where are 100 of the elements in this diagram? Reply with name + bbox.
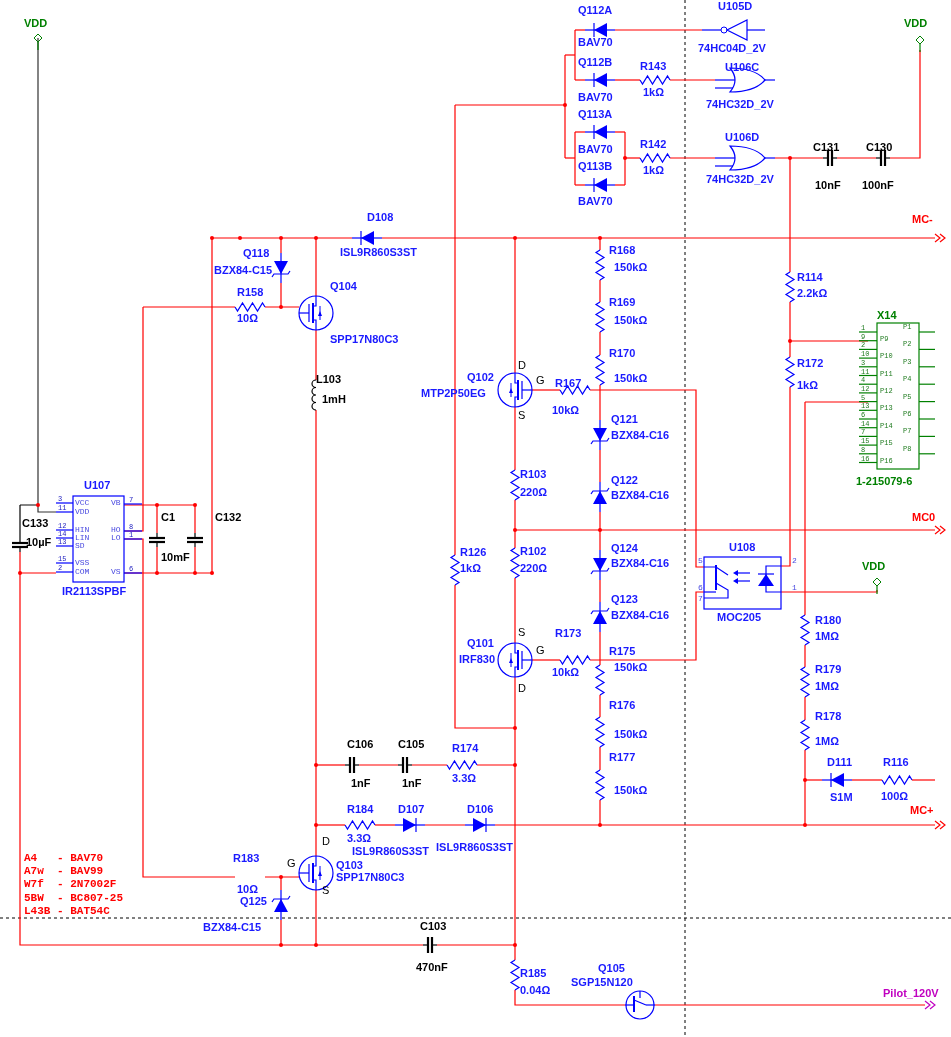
part-number: BZX84-C16: [611, 558, 670, 569]
reference-designator: R168: [609, 245, 636, 256]
reference-designator: Q104: [330, 281, 357, 292]
reference-designator: C103: [420, 921, 447, 932]
reference-designator: R183: [233, 853, 260, 864]
part-number: 74HC04D_2V: [698, 43, 766, 54]
pin-label: G: [536, 645, 545, 656]
marking-code-note: W7f - 2N7002F: [24, 879, 117, 890]
pin-label: S: [518, 410, 526, 421]
pin-label: LO: [111, 534, 121, 542]
component-value: 1kΩ: [643, 87, 665, 98]
reference-designator: R172: [797, 358, 824, 369]
reference-designator: R184: [347, 804, 374, 815]
component-value: 1kΩ: [460, 563, 482, 574]
reference-designator: Q125: [240, 896, 267, 907]
part-number: BAV70: [578, 144, 613, 155]
part-number: BZX84-C16: [611, 490, 670, 501]
part-number: ISL9R860S3ST: [436, 842, 514, 853]
pin-label: D: [518, 360, 526, 371]
pin-label: G: [536, 375, 545, 386]
part-number: SPP17N80C3: [330, 334, 399, 345]
part-number: ISL9R860S3ST: [352, 846, 430, 857]
part-number: 1-215079-6: [856, 476, 913, 487]
reference-designator: R176: [609, 700, 636, 711]
reference-designator: U108: [729, 542, 756, 553]
reference-designator: R116: [883, 757, 909, 768]
reference-designator: R179: [815, 664, 842, 675]
reference-designator: C1: [161, 512, 176, 523]
part-number: BZX84-C16: [611, 610, 670, 621]
part-number: MOC205: [717, 612, 762, 623]
component-value: 0.04Ω: [520, 985, 551, 996]
pin-label: 7: [698, 595, 703, 603]
pin-label: 6: [698, 584, 703, 592]
component-value: 150kΩ: [614, 785, 648, 796]
reference-designator: R173: [555, 628, 582, 639]
reference-designator: C133: [22, 518, 49, 529]
reference-designator: R170: [609, 348, 636, 359]
pin-label: VSS: [75, 559, 90, 567]
pin-label: G: [287, 858, 296, 869]
marking-code-note: A4 - BAV70: [24, 853, 104, 864]
pin-label: VDD: [75, 508, 90, 516]
reference-designator: U105D: [718, 1, 753, 12]
component-value: 100Ω: [881, 791, 909, 802]
reference-designator: Q101: [467, 638, 494, 649]
reference-designator: R126: [460, 547, 487, 558]
part-number: 74HC32D_2V: [706, 174, 774, 185]
component-value: R185: [520, 968, 547, 979]
reference-designator: Q105: [598, 963, 625, 974]
pin-label: VB: [111, 499, 121, 507]
marking-code-note: A7w - BAV99: [24, 866, 104, 877]
pin-label: S: [322, 885, 330, 896]
component-value: 150kΩ: [614, 662, 648, 673]
reference-designator: Q118: [243, 248, 270, 259]
component-value: 10nF: [815, 180, 841, 191]
component-value: 1kΩ: [643, 165, 665, 176]
component-value: 1MΩ: [815, 736, 840, 747]
component-value: 220Ω: [520, 563, 548, 574]
marking-code-note: 5BW - BC807-25: [24, 893, 124, 904]
net-label: VDD: [24, 18, 48, 29]
reference-designator: D108: [367, 212, 394, 223]
part-number: SGP15N120: [571, 977, 633, 988]
reference-designator: Q122: [611, 475, 638, 486]
component-value: 10µF: [26, 537, 52, 548]
pin-label: SD: [75, 542, 85, 550]
component-value: 1MΩ: [815, 631, 840, 642]
reference-designator: R178: [815, 711, 842, 722]
reference-designator: R177: [609, 752, 636, 763]
part-number: IR2113SPBF: [62, 586, 127, 597]
reference-designator: L103: [316, 374, 342, 385]
component-value: 100nF: [862, 180, 894, 191]
reference-designator: Q112B: [578, 57, 613, 68]
pin-label: VS: [111, 568, 121, 576]
reference-designator: U106C: [725, 62, 760, 73]
reference-designator: X14: [877, 310, 897, 321]
reference-designator: Q113B: [578, 161, 613, 172]
reference-designator: D106: [467, 804, 494, 815]
component-value: 10mF: [161, 552, 190, 563]
net-label: MC0: [912, 512, 936, 523]
pin-label: 2: [792, 557, 797, 565]
part-number: BZX84-C16: [611, 430, 670, 441]
component-value: 3.3Ω: [452, 773, 477, 784]
marking-code-note: L43B - BAT54C: [24, 906, 110, 917]
reference-designator: R142: [640, 139, 667, 150]
reference-designator: Q112A: [578, 5, 613, 16]
pin-label: VCC: [75, 499, 90, 507]
component-value: 10kΩ: [552, 405, 580, 416]
component-value: 1mH: [322, 394, 346, 405]
part-number: BAV70: [578, 196, 613, 207]
pin-label: LIN: [75, 534, 90, 542]
net-label: MC-: [912, 214, 933, 225]
reference-designator: R143: [640, 61, 667, 72]
component-value: 1nF: [402, 778, 422, 789]
component-value: 1kΩ: [797, 380, 819, 391]
reference-designator: D107: [398, 804, 425, 815]
component-value: 150kΩ: [614, 373, 648, 384]
net-label: Pilot_120V: [883, 988, 939, 999]
reference-designator: Q113A: [578, 109, 613, 120]
component-value: 150kΩ: [614, 729, 648, 740]
reference-designator: C105: [398, 739, 425, 750]
pin-label: 5: [698, 557, 703, 565]
